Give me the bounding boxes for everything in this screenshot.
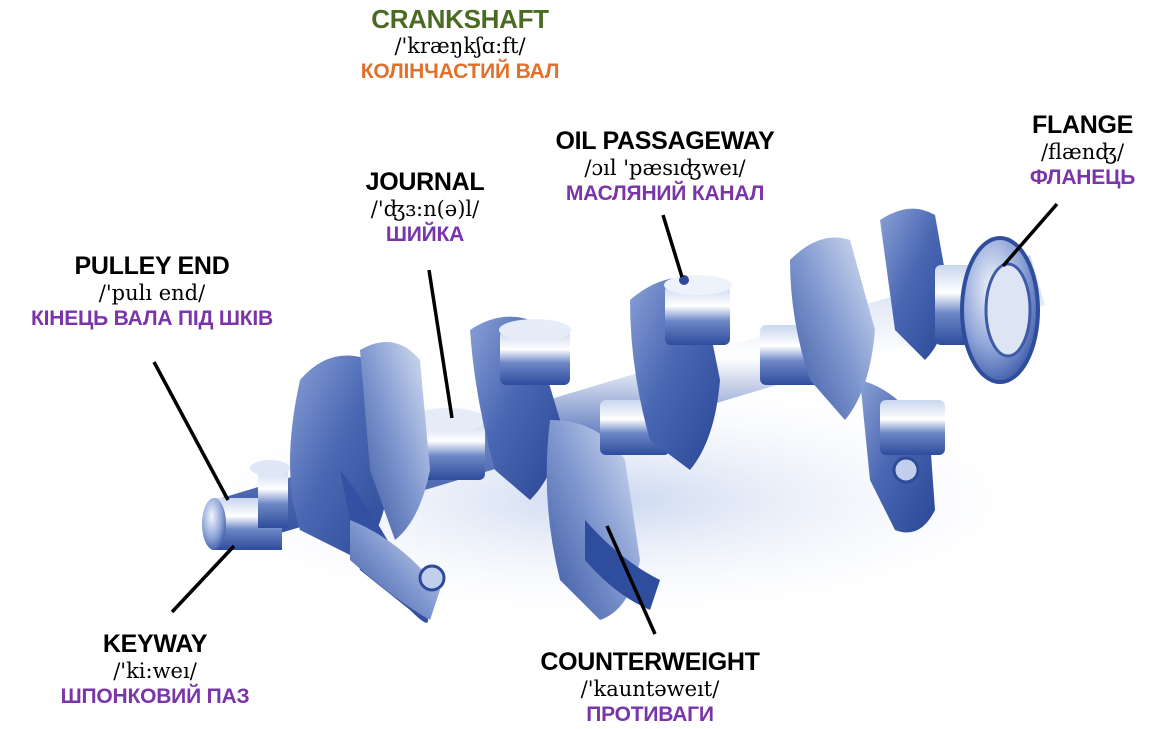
- title-ukrainian: КОЛІНЧАСТИЙ ВАЛ: [320, 59, 600, 85]
- counterweight-ukrainian: ПРОТИВАГИ: [520, 702, 780, 728]
- leader-line-keyway: [172, 546, 234, 612]
- label-oil-passageway: OIL PASSAGEWAY /ɔıl 'pæsıʤweı/ МАСЛЯНИЙ …: [525, 127, 805, 207]
- label-journal: JOURNAL /'ʤɜ:n(ə)l/ ШИЙКА: [330, 168, 520, 248]
- journal-ukrainian: ШИЙКА: [330, 222, 520, 248]
- title-transcription: /'kræŋkʃɑ:ft/: [320, 34, 600, 59]
- counterweight-transcription: /'kauntəweıt/: [520, 677, 780, 702]
- pulley-end-english: PULLEY END: [0, 252, 304, 281]
- leader-line-oil-passageway: [663, 215, 682, 277]
- journal-transcription: /'ʤɜ:n(ə)l/: [330, 197, 520, 222]
- label-keyway: KEYWAY /'ki:weı/ ШПОНКОВИЙ ПАЗ: [30, 630, 280, 710]
- counterweight-english: COUNTERWEIGHT: [520, 648, 780, 677]
- title-english: CRANKSHAFT: [320, 5, 600, 34]
- flange-transcription: /flænʤ/: [1010, 140, 1155, 165]
- keyway-ukrainian: ШПОНКОВИЙ ПАЗ: [30, 684, 280, 710]
- pulley-end-ukrainian: КІНЕЦЬ ВАЛА ПІД ШКІВ: [0, 306, 304, 332]
- title-label: CRANKSHAFT /'kræŋkʃɑ:ft/ КОЛІНЧАСТИЙ ВАЛ: [320, 5, 600, 85]
- journal-english: JOURNAL: [330, 168, 520, 197]
- oil-passageway-ukrainian: МАСЛЯНИЙ КАНАЛ: [525, 181, 805, 207]
- label-pulley-end: PULLEY END /'pulı end/ КІНЕЦЬ ВАЛА ПІД Ш…: [0, 252, 304, 332]
- leader-line-journal: [429, 270, 452, 418]
- flange-english: FLANGE: [1010, 111, 1155, 140]
- pulley-end-transcription: /'pulı end/: [0, 281, 304, 306]
- keyway-transcription: /'ki:weı/: [30, 659, 280, 684]
- label-counterweight: COUNTERWEIGHT /'kauntəweıt/ ПРОТИВАГИ: [520, 648, 780, 728]
- leader-line-flange: [1003, 204, 1057, 266]
- keyway-english: KEYWAY: [30, 630, 280, 659]
- leader-line-counterweight: [607, 526, 655, 634]
- oil-passageway-english: OIL PASSAGEWAY: [525, 127, 805, 156]
- label-flange: FLANGE /flænʤ/ ФЛАНЕЦЬ: [1010, 111, 1155, 191]
- flange-ukrainian: ФЛАНЕЦЬ: [1010, 165, 1155, 191]
- leader-line-pulley-end: [154, 362, 228, 500]
- oil-passageway-transcription: /ɔıl 'pæsıʤweı/: [525, 156, 805, 181]
